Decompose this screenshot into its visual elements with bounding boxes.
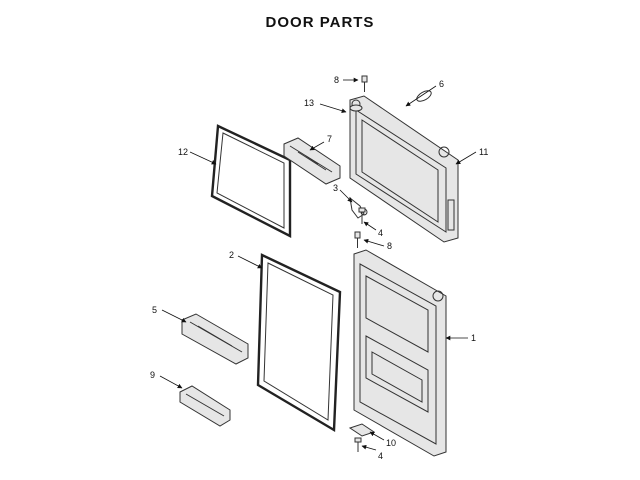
callout-1: 1 — [471, 333, 476, 343]
hinge-pin-middle — [354, 231, 361, 248]
callout-3: 3 — [333, 183, 338, 193]
leader-9 — [159, 375, 183, 389]
upper-door-gasket — [210, 124, 292, 238]
lower-door-bin-large — [181, 313, 249, 365]
upper-door — [349, 95, 459, 243]
callout-13: 13 — [304, 98, 314, 108]
callout-8-top: 8 — [334, 75, 339, 85]
callout-6: 6 — [439, 79, 444, 89]
leader-13 — [319, 103, 347, 114]
hinge-plug — [349, 104, 363, 112]
callout-5: 5 — [152, 305, 157, 315]
leader-5 — [161, 309, 187, 323]
leader-12 — [189, 151, 217, 165]
hinge-screw-lower — [354, 437, 362, 452]
upper-door-bin — [283, 137, 341, 185]
lower-door-bin-small — [179, 385, 231, 427]
lower-door-gasket — [256, 253, 342, 433]
diagram-title: DOOR PARTS — [265, 14, 375, 31]
lower-hinge — [348, 423, 376, 437]
leader-2 — [237, 255, 263, 269]
lower-door — [353, 249, 447, 457]
leader-4-lower — [361, 444, 377, 451]
callout-4-upper: 4 — [378, 228, 383, 238]
callout-7: 7 — [327, 134, 332, 144]
leader-10 — [369, 431, 385, 441]
leader-8-lower — [363, 238, 385, 247]
leader-6 — [405, 85, 437, 107]
callout-10: 10 — [386, 438, 396, 448]
callout-4-lower: 4 — [378, 451, 383, 461]
leader-4-upper — [363, 221, 377, 231]
hinge-screw-upper — [358, 207, 366, 224]
callout-12: 12 — [178, 147, 188, 157]
seal-ring — [416, 90, 432, 102]
callout-11: 11 — [479, 147, 488, 157]
leader-11 — [455, 151, 477, 165]
leader-7 — [309, 141, 325, 151]
leader-3 — [339, 189, 353, 203]
callout-2: 2 — [229, 250, 234, 260]
callout-8-lower: 8 — [387, 241, 392, 251]
callout-9: 9 — [150, 370, 155, 380]
hinge-screw-top — [361, 75, 368, 92]
